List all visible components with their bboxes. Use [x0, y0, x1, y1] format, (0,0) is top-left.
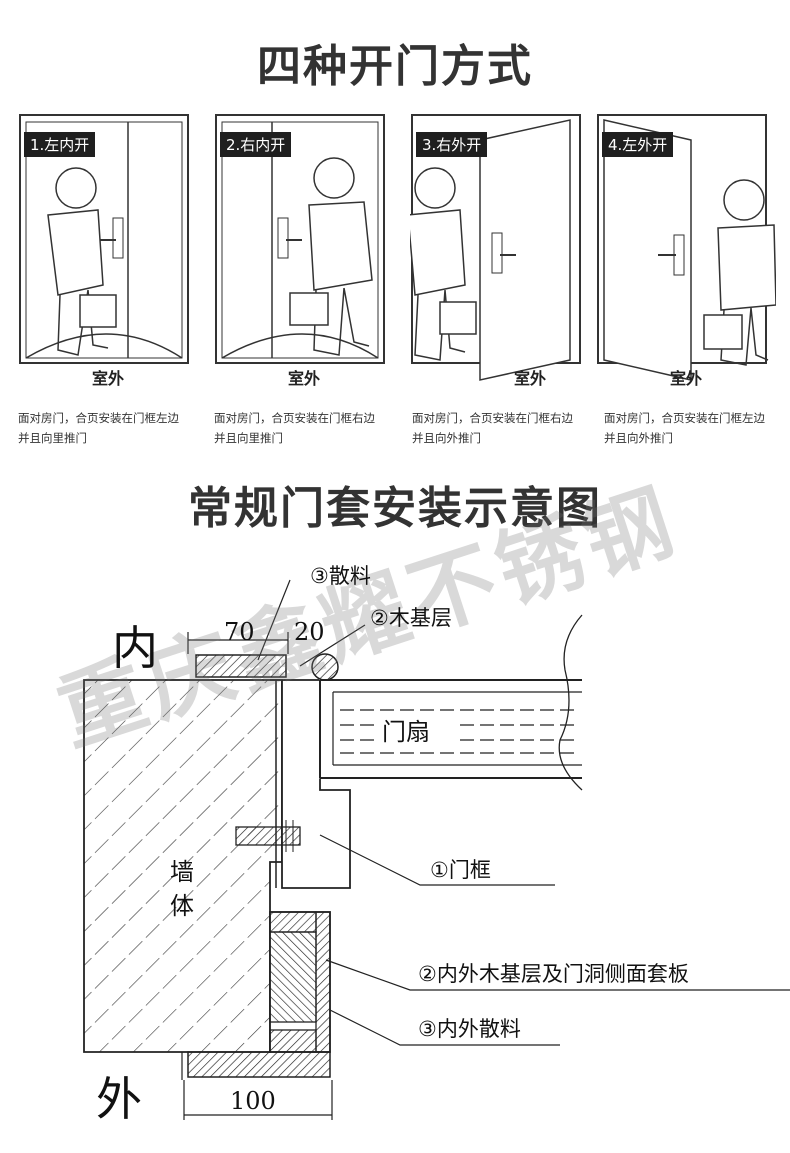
installation-diagram-title: 常规门套安装示意图 [188, 483, 602, 534]
door-illustration [215, 114, 385, 364]
callout-side-board: ②内外木基层及门洞侧面套板 [418, 962, 689, 986]
door-illustration [410, 114, 581, 381]
outside-label: 室外 [287, 369, 320, 388]
description-line: 并且向外推门 [412, 431, 481, 445]
panel-left-inward: 1.左内开 室外 [18, 110, 198, 400]
top-trim [195, 654, 287, 678]
dimension-100: 100 [230, 1087, 276, 1115]
description-line: 面对房门，合页安装在门框左边 [604, 411, 765, 425]
description-line: 面对房门，合页安装在门框左边 [18, 411, 179, 425]
panel-tag: 1.左内开 [24, 132, 96, 157]
outside-label: 外 [96, 1072, 142, 1126]
panel-tag: 4.左外开 [602, 132, 674, 157]
callout-top-trim: ③散料 [310, 564, 371, 588]
door-illustration [597, 114, 776, 381]
dimension-70: 70 [224, 618, 255, 646]
outside-label: 室外 [91, 369, 124, 388]
panel-tag: 2.右内开 [220, 132, 292, 157]
panel-description: 面对房门，合页安装在门框右边 并且向外推门 [412, 408, 592, 448]
panel-description: 面对房门，合页安装在门框左边 并且向外推门 [604, 408, 784, 448]
callout-top-wood: ②木基层 [370, 606, 452, 630]
callout-side-trim: ③内外散料 [418, 1017, 521, 1041]
door-frame-section-diagram [83, 579, 790, 1120]
callout-frame: ①门框 [430, 858, 491, 882]
anchor-bolt [235, 826, 301, 846]
description-line: 并且向里推门 [214, 431, 283, 445]
dimension-20: 20 [294, 618, 325, 646]
panel-left-outward: 4.左外开 室外 [596, 110, 776, 400]
door-frame [270, 679, 351, 889]
inside-label: 内 [112, 621, 158, 675]
panel-right-inward: 2.右内开 室外 [214, 110, 394, 400]
description-line: 并且向里推门 [18, 431, 87, 445]
panel-description: 面对房门，合页安装在门框右边 并且向里推门 [214, 408, 394, 448]
panel-right-outward: 3.右外开 室外 [410, 110, 590, 400]
panel-description: 面对房门，合页安装在门框左边 并且向里推门 [18, 408, 198, 448]
panel-tag: 3.右外开 [416, 132, 488, 157]
description-line: 面对房门，合页安装在门框右边 [412, 411, 573, 425]
door-illustration [19, 114, 189, 364]
outside-label: 室外 [669, 369, 702, 388]
description-line: 并且向外推门 [604, 431, 673, 445]
wall-label: 墙体 [170, 858, 194, 920]
bottom-trim [187, 1051, 331, 1078]
outside-label: 室外 [513, 369, 546, 388]
door-opening-title: 四种开门方式 [257, 41, 533, 92]
description-line: 面对房门，合页安装在门框右边 [214, 411, 375, 425]
door-leaf-label: 门扇 [378, 712, 434, 747]
